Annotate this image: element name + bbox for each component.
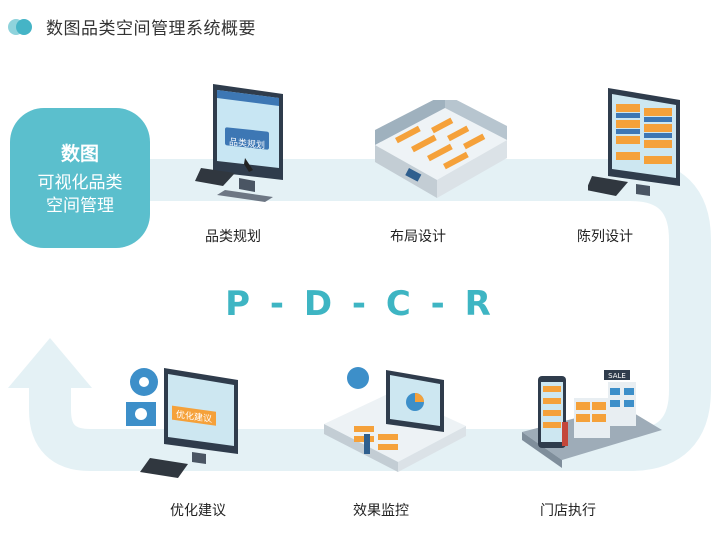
cloud-upload-icon bbox=[347, 367, 369, 389]
badge-line-2: 空间管理 bbox=[46, 195, 114, 216]
step-label-optimize: 优化建议 bbox=[170, 503, 226, 519]
loop-arrow-head-icon bbox=[8, 338, 92, 388]
sale-sign-text: SALE bbox=[608, 372, 626, 380]
header-dots-icon bbox=[8, 18, 38, 36]
step-label-layout: 布局设计 bbox=[390, 229, 446, 245]
step-label-monitor: 效果监控 bbox=[353, 503, 409, 519]
effect-monitoring-illustration bbox=[324, 367, 466, 472]
shopper-figure bbox=[364, 434, 370, 454]
badge-line-1: 可视化品类 bbox=[37, 172, 123, 193]
plan-screen-label: 品类规划 bbox=[229, 136, 265, 152]
store-execution-illustration: SALE bbox=[522, 370, 662, 468]
badge-title: 数图 bbox=[60, 142, 99, 165]
step-label-execute: 门店执行 bbox=[540, 503, 596, 519]
step-label-plan: 品类规划 bbox=[205, 229, 261, 245]
step-label-display: 陈列设计 bbox=[577, 229, 633, 245]
display-design-illustration bbox=[588, 88, 680, 196]
layout-design-illustration bbox=[375, 100, 507, 198]
category-planning-illustration: 品类规划 bbox=[195, 84, 283, 202]
optimization-suggestion-illustration: 优化建议 bbox=[126, 368, 238, 478]
sale-sign bbox=[604, 370, 630, 380]
system-badge: 数图 可视化品类 空间管理 bbox=[10, 108, 150, 248]
page-header: 数图品类空间管理系统概要 bbox=[8, 14, 256, 39]
pdcr-cycle-text: P - D - C - R bbox=[225, 284, 495, 324]
staff-figure bbox=[562, 422, 568, 446]
page-title: 数图品类空间管理系统概要 bbox=[46, 19, 256, 39]
